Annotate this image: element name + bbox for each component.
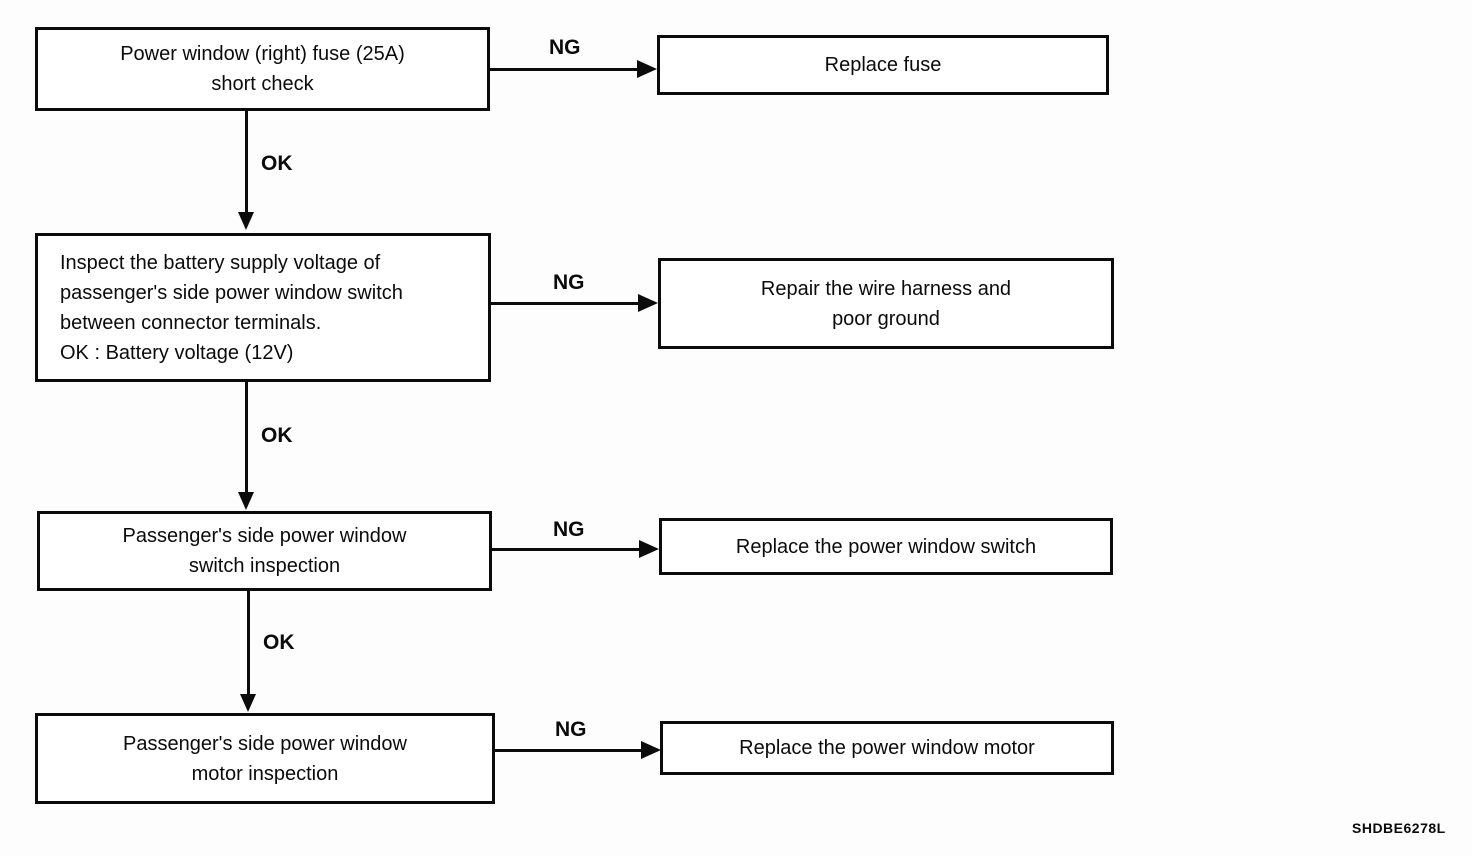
step-box-battery-voltage-inspection: Inspect the battery supply voltage of pa… — [35, 233, 491, 382]
action-box-replace-switch: Replace the power window switch — [659, 518, 1113, 575]
ok-label: OK — [261, 424, 293, 447]
step-text-line: Passenger's side power window — [122, 525, 407, 547]
ok-flow-arrow-icon — [238, 382, 254, 510]
action-text-line: Repair the wire harness and — [760, 277, 1012, 300]
ng-branch-arrow-icon — [490, 60, 657, 78]
ng-label: NG — [553, 271, 585, 294]
ng-label: NG — [549, 36, 581, 59]
step-box-fuse-short-check: Power window (right) fuse (25A) short ch… — [35, 27, 490, 111]
ng-branch-arrow-icon — [492, 540, 659, 558]
step-text-line: Inspect the battery supply voltage of — [60, 251, 381, 274]
action-text-line: Replace the power window switch — [735, 535, 1037, 558]
action-text-line: poor ground — [832, 307, 940, 330]
ng-label: NG — [555, 718, 587, 741]
step-text-line: between connector terminals. — [60, 311, 322, 334]
action-box-repair-wire-harness: Repair the wire harness and poor ground — [658, 258, 1114, 349]
ok-label: OK — [261, 152, 293, 175]
action-box-replace-motor: Replace the power window motor — [660, 721, 1114, 775]
action-box-replace-fuse: Replace fuse — [657, 35, 1109, 95]
ok-flow-arrow-icon — [240, 591, 256, 712]
step-box-switch-inspection: Passenger's side power window switch ins… — [37, 511, 492, 591]
step-text-line: OK : Battery voltage (12V) — [60, 341, 294, 364]
step-text-line: Power window (right) fuse (25A) — [120, 43, 405, 65]
ok-flow-arrow-icon — [238, 111, 254, 230]
action-text-line: Replace fuse — [824, 54, 942, 76]
step-text-line: motor inspection — [191, 762, 339, 785]
step-text-line: switch inspection — [188, 555, 341, 577]
step-box-motor-inspection: Passenger's side power window motor insp… — [35, 713, 495, 804]
step-text-line: short check — [211, 73, 314, 95]
ok-label: OK — [263, 631, 295, 654]
figure-code: SHDBE6278L — [1352, 820, 1446, 836]
ng-branch-arrow-icon — [491, 294, 658, 312]
step-text-line: passenger's side power window switch — [60, 281, 403, 304]
ng-label: NG — [553, 518, 585, 541]
action-text-line: Replace the power window motor — [739, 737, 1035, 759]
step-text-line: Passenger's side power window — [123, 732, 407, 755]
ng-branch-arrow-icon — [495, 741, 661, 759]
